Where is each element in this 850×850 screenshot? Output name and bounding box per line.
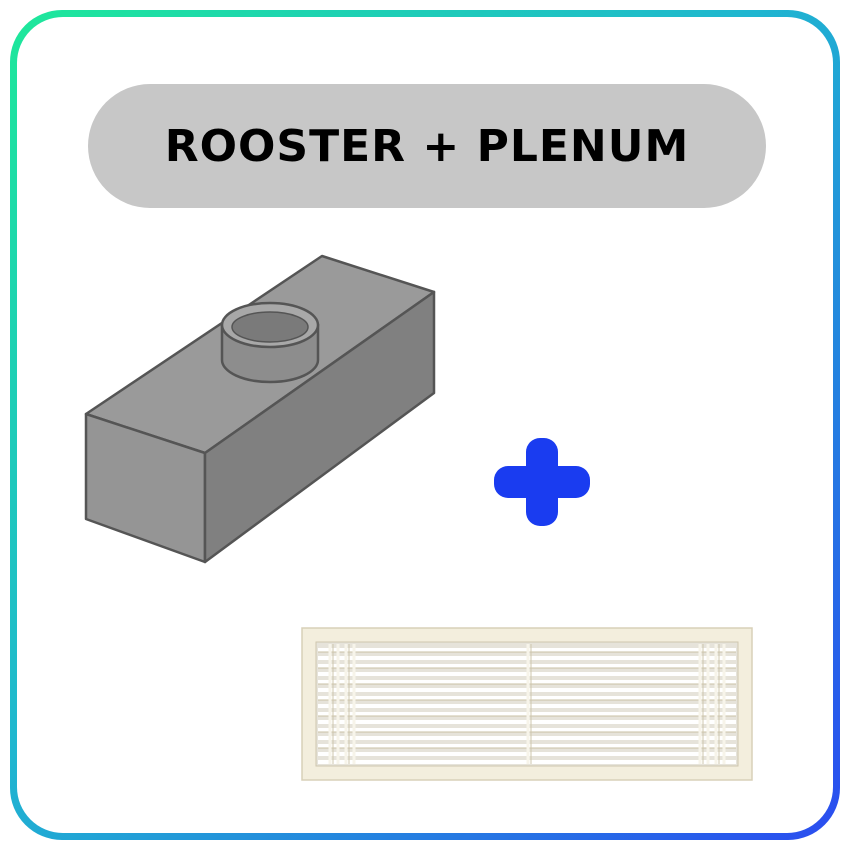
title-pill: ROOSTER + PLENUM (88, 84, 766, 208)
page-title: ROOSTER + PLENUM (164, 120, 690, 172)
